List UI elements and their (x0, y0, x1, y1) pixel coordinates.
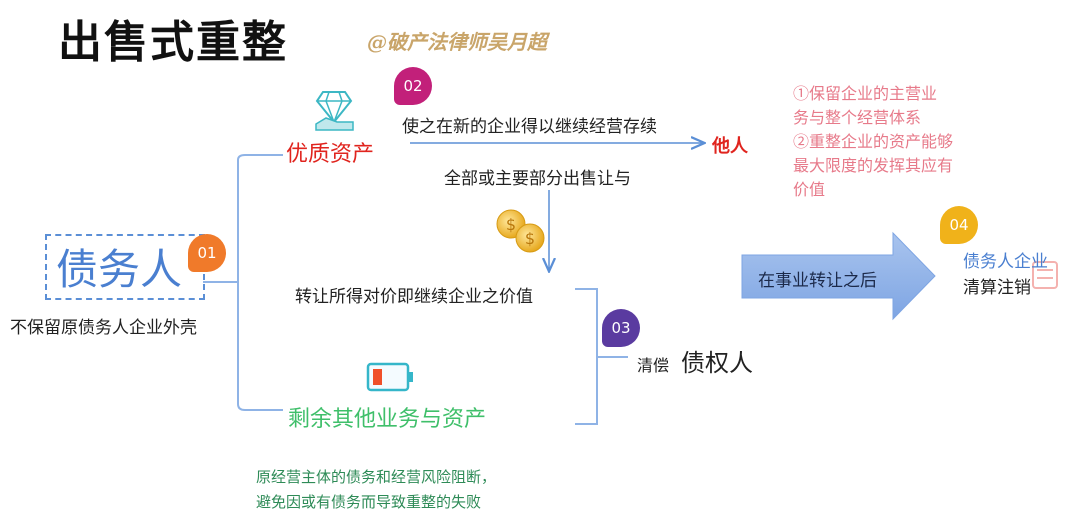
liquidation-subject-label: 债务人企业 (963, 252, 1048, 272)
coins-icon: $ $ (496, 209, 545, 253)
debtor-label: 债务人 (56, 245, 183, 294)
benefit-note-line: ①保留企业的主营业 (793, 84, 938, 103)
repay-label: 清偿 (637, 356, 670, 375)
liquidation-action-label: 清算注销 (963, 278, 1031, 298)
benefit-note-line: 最大限度的发挥其应有 (793, 156, 954, 175)
remaining-assets-label: 剩余其他业务与资产 (288, 407, 487, 432)
svg-text:$: $ (525, 229, 535, 248)
continue-operation-text: 使之在新的企业得以继续经营存续 (402, 117, 657, 137)
shell-note: 不保留原债务人企业外壳 (10, 318, 197, 338)
sell-transfer-text: 全部或主要部分出售让与 (444, 169, 631, 189)
risk-isolation-note: 原经营主体的债务和经营风险阻断， 避免因或有债务而导致重整的失败 (256, 465, 496, 515)
page-title: 出售式重整 (58, 17, 288, 68)
creditor-brace (575, 288, 628, 425)
benefit-note-line: 务与整个经营体系 (793, 108, 922, 127)
benefit-note-line: ②重整企业的资产能够 (793, 132, 954, 151)
author-watermark: @破产法律师吴月超 (367, 30, 547, 54)
transfer-value-text: 转让所得对价即继续企业之价值 (295, 287, 533, 307)
liquidation-stamp-icon (1032, 261, 1058, 289)
benefit-note-line: 价值 (793, 180, 826, 199)
battery-icon (366, 362, 413, 392)
other-party-label: 他人 (712, 136, 748, 157)
after-transfer-arrow (741, 231, 936, 321)
diamond-icon (315, 91, 354, 131)
step-badge-02: 02 (394, 67, 432, 105)
quality-assets-label: 优质资产 (286, 142, 375, 167)
risk-note-line: 原经营主体的债务和经营风险阻断， (256, 468, 497, 486)
step-badge-04: 04 (940, 206, 978, 244)
debtor-brace (203, 154, 283, 411)
step-badge-03: 03 (602, 309, 640, 347)
after-transfer-label: 在事业转让之后 (758, 271, 877, 291)
benefit-notes: ①保留企业的主营业 务与整个经营体系 ②重整企业的资产能够 最大限度的发挥其应有… (793, 82, 953, 202)
svg-text:$: $ (506, 215, 516, 234)
creditor-label: 债权人 (681, 349, 753, 377)
step-badge-01: 01 (188, 234, 226, 272)
risk-note-line: 避免因或有债务而导致重整的失败 (256, 493, 482, 511)
